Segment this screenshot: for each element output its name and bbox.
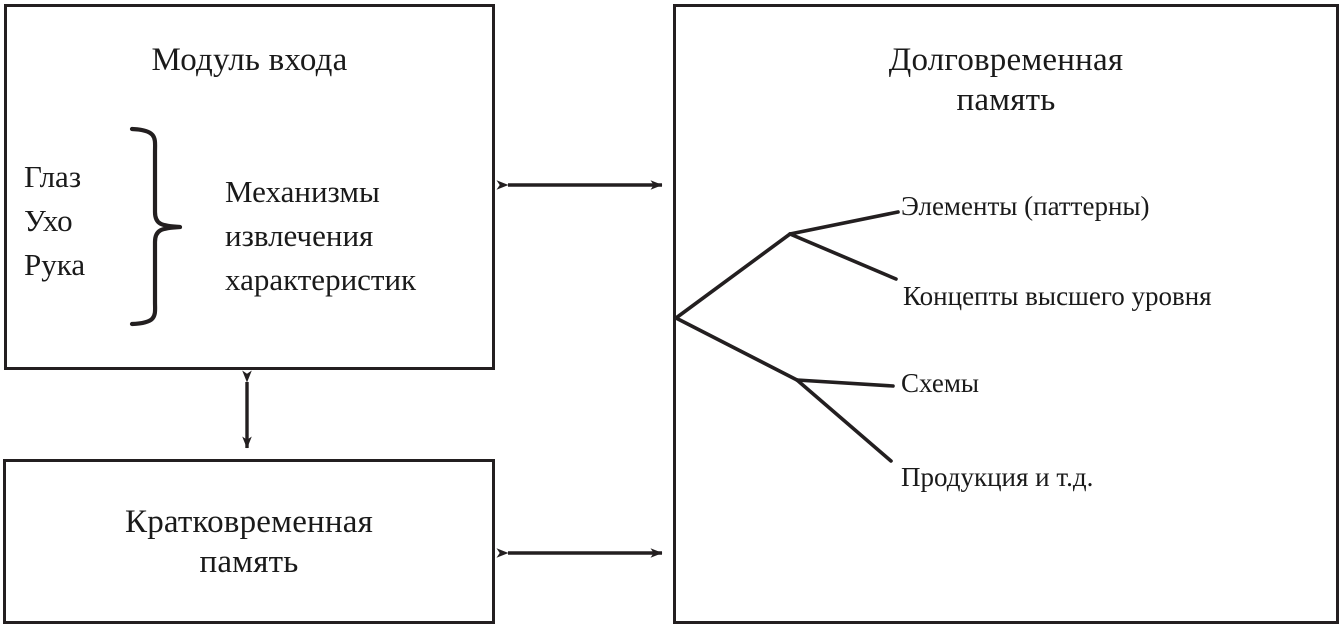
- feature-extraction-mechanisms-label: Механизмы извлечения характеристик: [225, 174, 417, 298]
- ltm-branch-label-higher-concepts: Концепты высшего уровня: [903, 281, 1212, 311]
- input-module-title: Модуль входа: [151, 42, 348, 78]
- sensory-organs-list: Глаз Ухо Рука: [24, 159, 86, 283]
- input-module-box: [4, 4, 495, 370]
- ltm-branch-label-elements: Элементы (паттерны): [901, 191, 1150, 221]
- long-term-memory-title: Долговременная память: [888, 42, 1124, 119]
- ltm-branch-label-products: Продукция и т.д.: [901, 462, 1094, 492]
- short-term-memory-title: Кратковременная память: [125, 504, 373, 581]
- short-term-memory-box: [3, 459, 495, 624]
- ltm-branch-label-schemas: Схемы: [901, 368, 980, 398]
